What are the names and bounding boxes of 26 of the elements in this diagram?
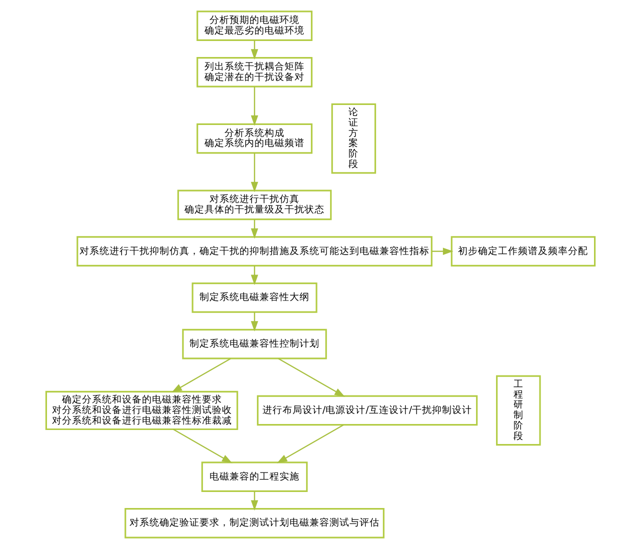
node-box: 论证方案阶段 [330, 103, 376, 174]
arrow [276, 424, 344, 464]
arrow [250, 219, 258, 239]
arrow [250, 40, 258, 60]
arrow [171, 358, 230, 393]
node-box: 列出系统干扰耦合矩阵 确定潜在的干扰设备对 [196, 56, 312, 88]
arrow [250, 153, 258, 192]
node-box: 工程研制阶段 [496, 375, 540, 446]
node-box: 制定系统电磁兼容性大纲 [191, 282, 317, 313]
node-box: 对系统进行干扰仿真 确定具体的干扰量级及干扰状态 [176, 190, 332, 220]
arrow [278, 358, 344, 397]
arrow [250, 491, 258, 511]
node-box: 电磁兼容的工程实施 [200, 462, 308, 492]
node-box: 分析系统构成 确定系统内的电磁频谱 [196, 123, 312, 154]
node-box: 确定分系统和设备的电磁兼容性要求 对分系统和设备进行电磁兼容性测试验收 对分系统和设备进行电磁兼容性标准裁减 [44, 390, 238, 430]
node-box: 对系统确定验证要求，制定测试计划电磁兼容测试与评估 [124, 508, 384, 538]
arrow [250, 312, 258, 332]
node-box: 对系统进行干扰抑制仿真，确定干扰的抑制措施及系统可能达到电磁兼容性指标 [76, 236, 432, 266]
arrow [250, 266, 258, 286]
node-box: 进行布局设计/电源设计/互连设计/干扰抑制设计 [256, 395, 478, 426]
arrow [431, 248, 453, 255]
arrow [172, 428, 232, 464]
node-box: 制定系统电磁兼容性控制计划 [182, 328, 326, 360]
node-box: 初步确定工作频谱及频率分配 [450, 236, 596, 266]
node-box: 分析预期的电磁环境 确定最恶劣的电磁环境 [196, 10, 312, 41]
arrow [250, 86, 258, 126]
